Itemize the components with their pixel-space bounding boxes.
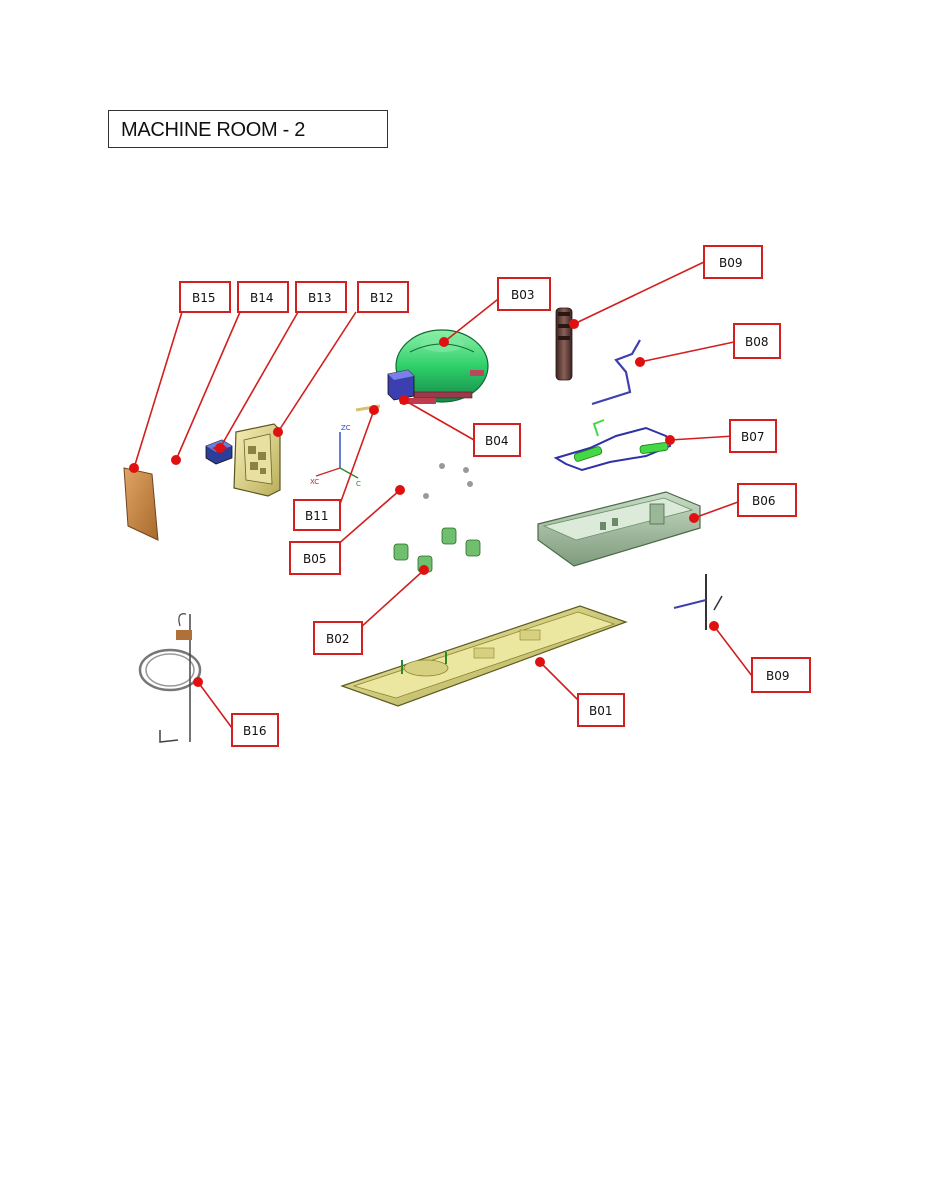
b12-electrical-box xyxy=(233,423,281,497)
b16-dot xyxy=(193,677,203,687)
callout-b07: B07 xyxy=(729,419,777,453)
axis-zc-label: ZC xyxy=(341,424,351,432)
b12-dot xyxy=(273,427,283,437)
b12-label: B12 xyxy=(370,291,394,305)
b05-dot xyxy=(395,485,405,495)
callout-b11: B11 xyxy=(293,499,341,531)
b13-label: B13 xyxy=(308,291,332,305)
b07-drier-assembly xyxy=(553,419,672,472)
b14-dot xyxy=(171,455,181,465)
callout-b09-top: B09 xyxy=(703,245,763,279)
callout-b09-bottom: B09 xyxy=(751,657,811,693)
callout-b15: B15 xyxy=(179,281,231,313)
callout-b13: B13 xyxy=(295,281,347,313)
callout-b14: B14 xyxy=(237,281,289,313)
leader-lines xyxy=(133,261,753,729)
b09-top-label: B09 xyxy=(719,256,743,270)
b09-top-part xyxy=(555,307,573,381)
callout-b04: B04 xyxy=(473,423,521,457)
axis-xc-label: XC xyxy=(310,478,319,486)
b16-label: B16 xyxy=(243,724,267,738)
b04-dot xyxy=(399,395,409,405)
b15-cover-plate xyxy=(123,467,159,541)
page-title-box: MACHINE ROOM - 2 xyxy=(108,110,388,148)
b05-grommets xyxy=(423,463,473,499)
b02-dot xyxy=(419,565,429,575)
callout-b03: B03 xyxy=(497,277,551,311)
b02-label: B02 xyxy=(326,632,350,646)
b01-dot xyxy=(535,657,545,667)
b13-dot xyxy=(215,443,225,453)
b01-base-tray xyxy=(340,605,628,707)
b09-bottom-dot xyxy=(709,621,719,631)
b03-compressor xyxy=(387,329,489,404)
b03-dot xyxy=(439,337,449,347)
callout-b01: B01 xyxy=(577,693,625,727)
b01-label: B01 xyxy=(589,704,613,718)
b15-label: B15 xyxy=(192,291,216,305)
b08-label: B08 xyxy=(745,335,769,349)
b06-dot xyxy=(689,513,699,523)
b05-label: B05 xyxy=(303,552,327,566)
callout-b08: B08 xyxy=(733,323,781,359)
b11-label: B11 xyxy=(305,509,329,523)
b15-dot xyxy=(129,463,139,473)
b07-dot xyxy=(665,435,675,445)
callout-b16: B16 xyxy=(231,713,279,747)
b06-base-panel xyxy=(537,491,701,567)
b02-rubber-feet xyxy=(393,527,481,573)
callout-b06: B06 xyxy=(737,483,797,517)
b11-dot xyxy=(369,405,379,415)
b06-label: B06 xyxy=(752,494,776,508)
coordinate-triad: ZC XC C xyxy=(310,424,361,488)
b09-bottom-part xyxy=(673,574,723,630)
callout-b05: B05 xyxy=(289,541,341,575)
b09-top-dot xyxy=(569,319,579,329)
b08-dot xyxy=(635,357,645,367)
b16-capillary-coil xyxy=(138,613,202,743)
b09-bottom-label: B09 xyxy=(766,669,790,683)
b08-bent-tube xyxy=(591,339,641,406)
callout-b12: B12 xyxy=(357,281,409,313)
b07-label: B07 xyxy=(741,430,765,444)
callout-b02: B02 xyxy=(313,621,363,655)
b04-label: B04 xyxy=(485,434,509,448)
axis-yc-label: C xyxy=(356,480,361,488)
page-title: MACHINE ROOM - 2 xyxy=(121,119,306,141)
b14-label: B14 xyxy=(250,291,274,305)
callout-dots xyxy=(129,319,719,687)
b03-label: B03 xyxy=(511,288,535,302)
